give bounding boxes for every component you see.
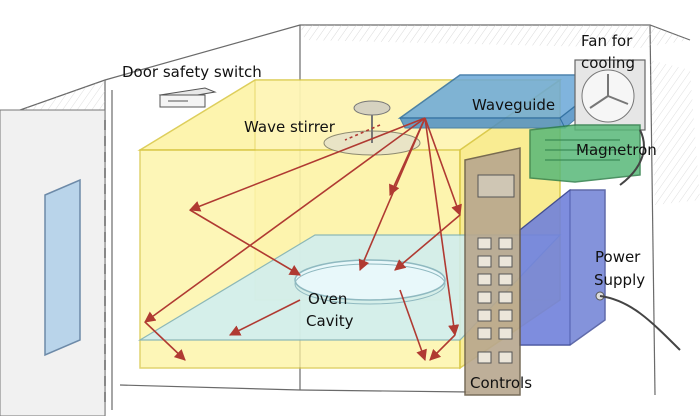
fan-icon: [574, 59, 646, 131]
control-panel: [464, 147, 521, 396]
microwave-paths: [144, 117, 462, 362]
door-safety-switch-icon: [158, 87, 217, 108]
label-power-line1: Power: [595, 248, 641, 266]
display-icon: [477, 174, 515, 198]
label-controls: Controls: [470, 374, 532, 392]
label-oven-line2: Cavity: [306, 312, 354, 330]
label-fan-line1: Fan for: [581, 32, 633, 50]
power-supply-icon: [519, 129, 681, 351]
label-oven-line1: Oven: [308, 290, 347, 308]
keypad-icon: [477, 237, 513, 364]
magnetron-icon: [529, 124, 641, 183]
label-wave-stirrer: Wave stirrer: [244, 118, 336, 136]
label-waveguide: Waveguide: [472, 96, 555, 114]
label-power-line2: Supply: [594, 271, 645, 289]
housing-top-shade: [300, 25, 690, 48]
turntable: [294, 259, 446, 301]
label-door-safety-switch: Door safety switch: [122, 63, 262, 81]
label-magnetron: Magnetron: [576, 141, 657, 159]
housing-right-shade: [650, 60, 700, 205]
door-window: [44, 178, 81, 357]
door: [0, 109, 106, 416]
label-fan-line2: cooling: [581, 54, 635, 72]
